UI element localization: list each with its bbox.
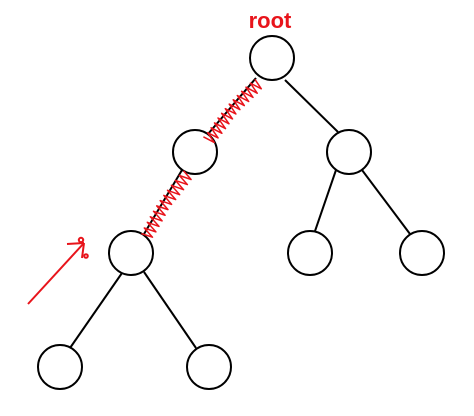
root-label: root bbox=[249, 8, 292, 33]
tree-nodes bbox=[37, 35, 445, 390]
node-left-left-child bbox=[108, 230, 154, 276]
edge-right-child-right-right-child bbox=[361, 169, 411, 235]
tree-edges bbox=[69, 77, 411, 349]
node-left-left-left-leaf bbox=[37, 344, 83, 390]
node-left-child bbox=[172, 129, 218, 175]
pointer-arrow-icon bbox=[27, 236, 89, 305]
highlight-scribble-left-child-to-left-left-child bbox=[141, 170, 192, 238]
edge-left-left-child-left-leaf bbox=[69, 272, 123, 349]
red-annotations bbox=[27, 78, 263, 305]
highlight-scribble-root-to-left-child bbox=[203, 78, 263, 144]
edge-root-right-child bbox=[284, 79, 339, 133]
node-right-child bbox=[326, 129, 372, 175]
node-root bbox=[249, 35, 295, 81]
node-right-left-child bbox=[287, 230, 333, 276]
edge-right-child-right-left-child bbox=[313, 169, 337, 235]
node-left-left-right-leaf bbox=[186, 344, 232, 390]
edge-left-left-child-right-leaf bbox=[143, 271, 197, 349]
node-right-right-child bbox=[399, 230, 445, 276]
